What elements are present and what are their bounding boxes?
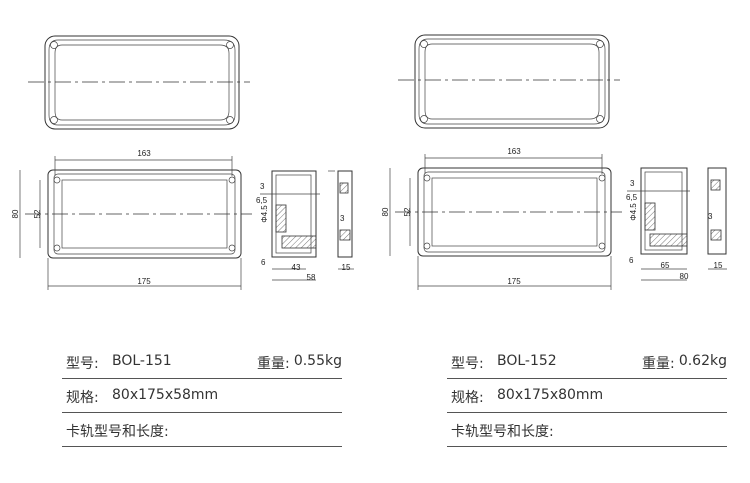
dim-3-right: 3 xyxy=(708,212,713,221)
dim-overall-width: 163 xyxy=(507,147,521,156)
dim-43: 43 xyxy=(292,263,301,272)
dim-height-80: 80 xyxy=(381,207,390,216)
weight-label: 重量: xyxy=(642,356,675,372)
dim-15: 15 xyxy=(342,263,351,272)
weight-value: 0.55kg xyxy=(293,353,342,369)
dim-6: 6 xyxy=(629,256,634,265)
dim-height-52: 52 xyxy=(403,207,412,216)
dim-15: 15 xyxy=(714,261,723,270)
model-value: BOL-151 xyxy=(112,353,172,369)
dim-6-5: 6,5 xyxy=(626,193,638,202)
weight-label: 重量: xyxy=(257,356,290,372)
spec-row-rail: 卡轨型号和长度: xyxy=(447,413,727,447)
dim-58: 80 xyxy=(680,272,689,281)
dim-overall-width: 163 xyxy=(137,149,151,158)
dim-6-5: 6,5 xyxy=(256,196,268,205)
model-label: 型号: xyxy=(66,356,99,372)
size-label: 规格: xyxy=(66,390,99,406)
front-view-left: 163 175 80 52 xyxy=(11,149,252,290)
dim-overall-length: 175 xyxy=(507,277,521,286)
weight-value: 0.62kg xyxy=(678,353,727,369)
rail-label: 卡轨型号和长度: xyxy=(451,424,554,440)
model-left-drawing: 163 175 80 52 3 6,5 Φ4.5 6 43 58 3 xyxy=(11,35,354,290)
dim-height-52: 52 xyxy=(33,209,42,218)
dim-43: 65 xyxy=(661,261,670,270)
dim-58: 58 xyxy=(307,273,316,282)
top-view-left xyxy=(28,35,250,130)
spec-table-right: 型号: BOL-152 重量: 0.62kg 规格: 80x175x80mm 卡… xyxy=(447,345,727,447)
dim-phi45: Φ4.5 xyxy=(629,203,638,221)
spec-row-model: 型号: BOL-152 重量: 0.62kg xyxy=(447,345,727,379)
spec-row-size: 规格: 80x175x80mm xyxy=(447,379,727,413)
top-view-right xyxy=(398,34,620,129)
spec-row-size: 规格: 80x175x58mm xyxy=(62,379,342,413)
dim-3-top: 3 xyxy=(630,179,635,188)
model-label: 型号: xyxy=(451,356,484,372)
dim-overall-length: 175 xyxy=(137,277,151,286)
model-right-drawing: 163 175 80 52 3 6,5 Φ4.5 6 65 80 3 15 xyxy=(381,34,727,290)
dim-3-top: 3 xyxy=(260,182,265,191)
model-value: BOL-152 xyxy=(497,353,557,369)
spec-table-left: 型号: BOL-151 重量: 0.55kg 规格: 80x175x58mm 卡… xyxy=(62,345,342,447)
spec-row-rail: 卡轨型号和长度: xyxy=(62,413,342,447)
side-view-left: 3 6,5 Φ4.5 6 43 58 3 15 xyxy=(256,170,354,282)
dim-phi45: Φ4.5 xyxy=(260,205,269,223)
dim-3-right: 3 xyxy=(340,214,345,223)
size-label: 规格: xyxy=(451,390,484,406)
rail-label: 卡轨型号和长度: xyxy=(66,424,169,440)
spec-row-model: 型号: BOL-151 重量: 0.55kg xyxy=(62,345,342,379)
size-value: 80x175x80mm xyxy=(497,387,604,403)
dim-height-80: 80 xyxy=(11,209,20,218)
size-value: 80x175x58mm xyxy=(112,387,219,403)
front-view-right: 163 175 80 52 xyxy=(381,147,622,290)
side-view-right: 3 6,5 Φ4.5 6 65 80 3 15 xyxy=(626,167,727,281)
dim-6: 6 xyxy=(261,258,266,267)
